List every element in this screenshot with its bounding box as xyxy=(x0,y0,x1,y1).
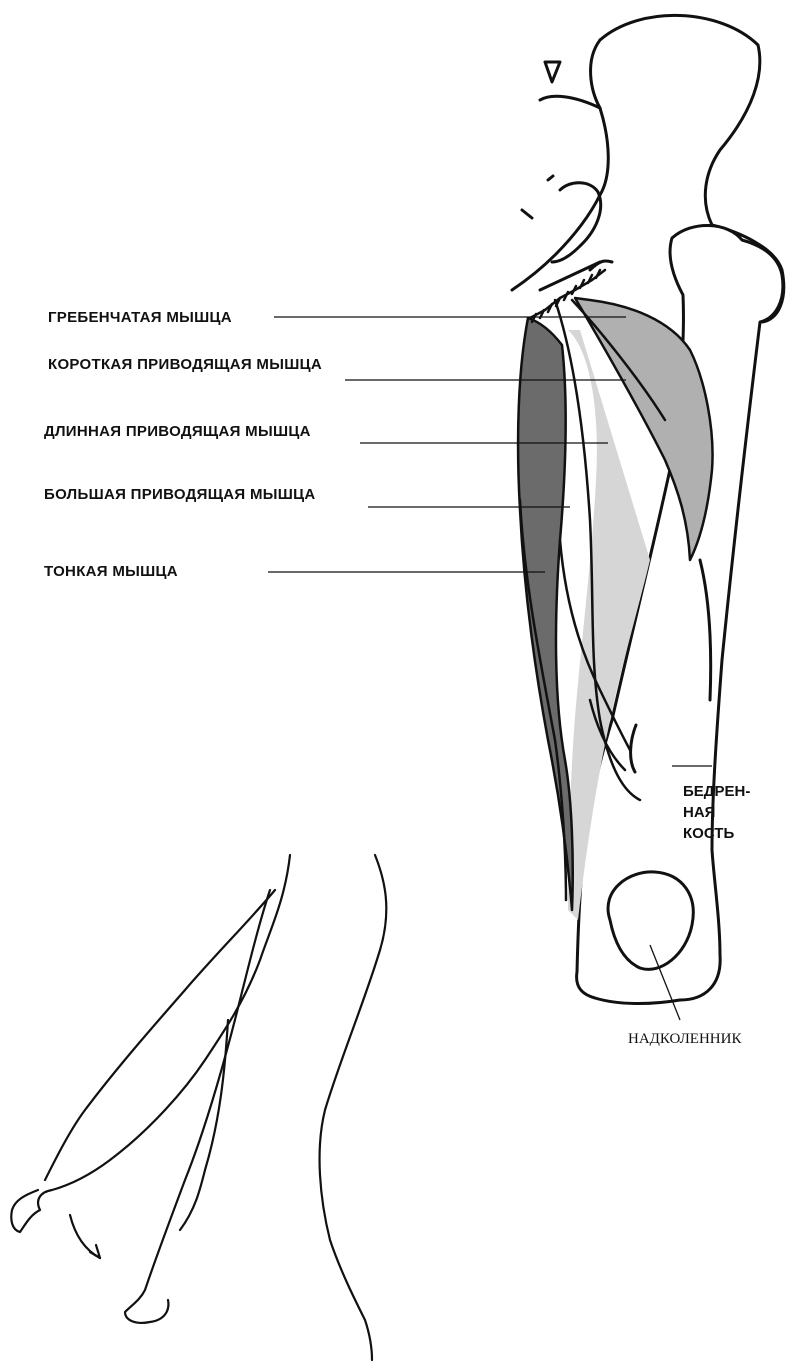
label-gracilis: ТОНКАЯ МЫШЦА xyxy=(44,563,178,580)
label-femur: БЕДРЕН- НАЯ КОСТЬ xyxy=(683,781,750,844)
label-pectineus: ГРЕБЕНЧАТАЯ МЫШЦА xyxy=(48,309,232,326)
label-femur-line3: КОСТЬ xyxy=(683,823,750,844)
label-adductor-longus: ДЛИННАЯ ПРИВОДЯЩАЯ МЫШЦА xyxy=(44,423,311,440)
label-patella: НАДКОЛЕННИК xyxy=(628,1031,741,1048)
label-adductor-brevis: КОРОТКАЯ ПРИВОДЯЩАЯ МЫШЦА xyxy=(48,356,322,373)
legs-figure xyxy=(11,855,386,1360)
label-femur-line2: НАЯ xyxy=(683,802,750,823)
label-femur-line1: БЕДРЕН- xyxy=(683,781,750,802)
label-adductor-magnus: БОЛЬШАЯ ПРИВОДЯЩАЯ МЫШЦА xyxy=(44,486,316,503)
